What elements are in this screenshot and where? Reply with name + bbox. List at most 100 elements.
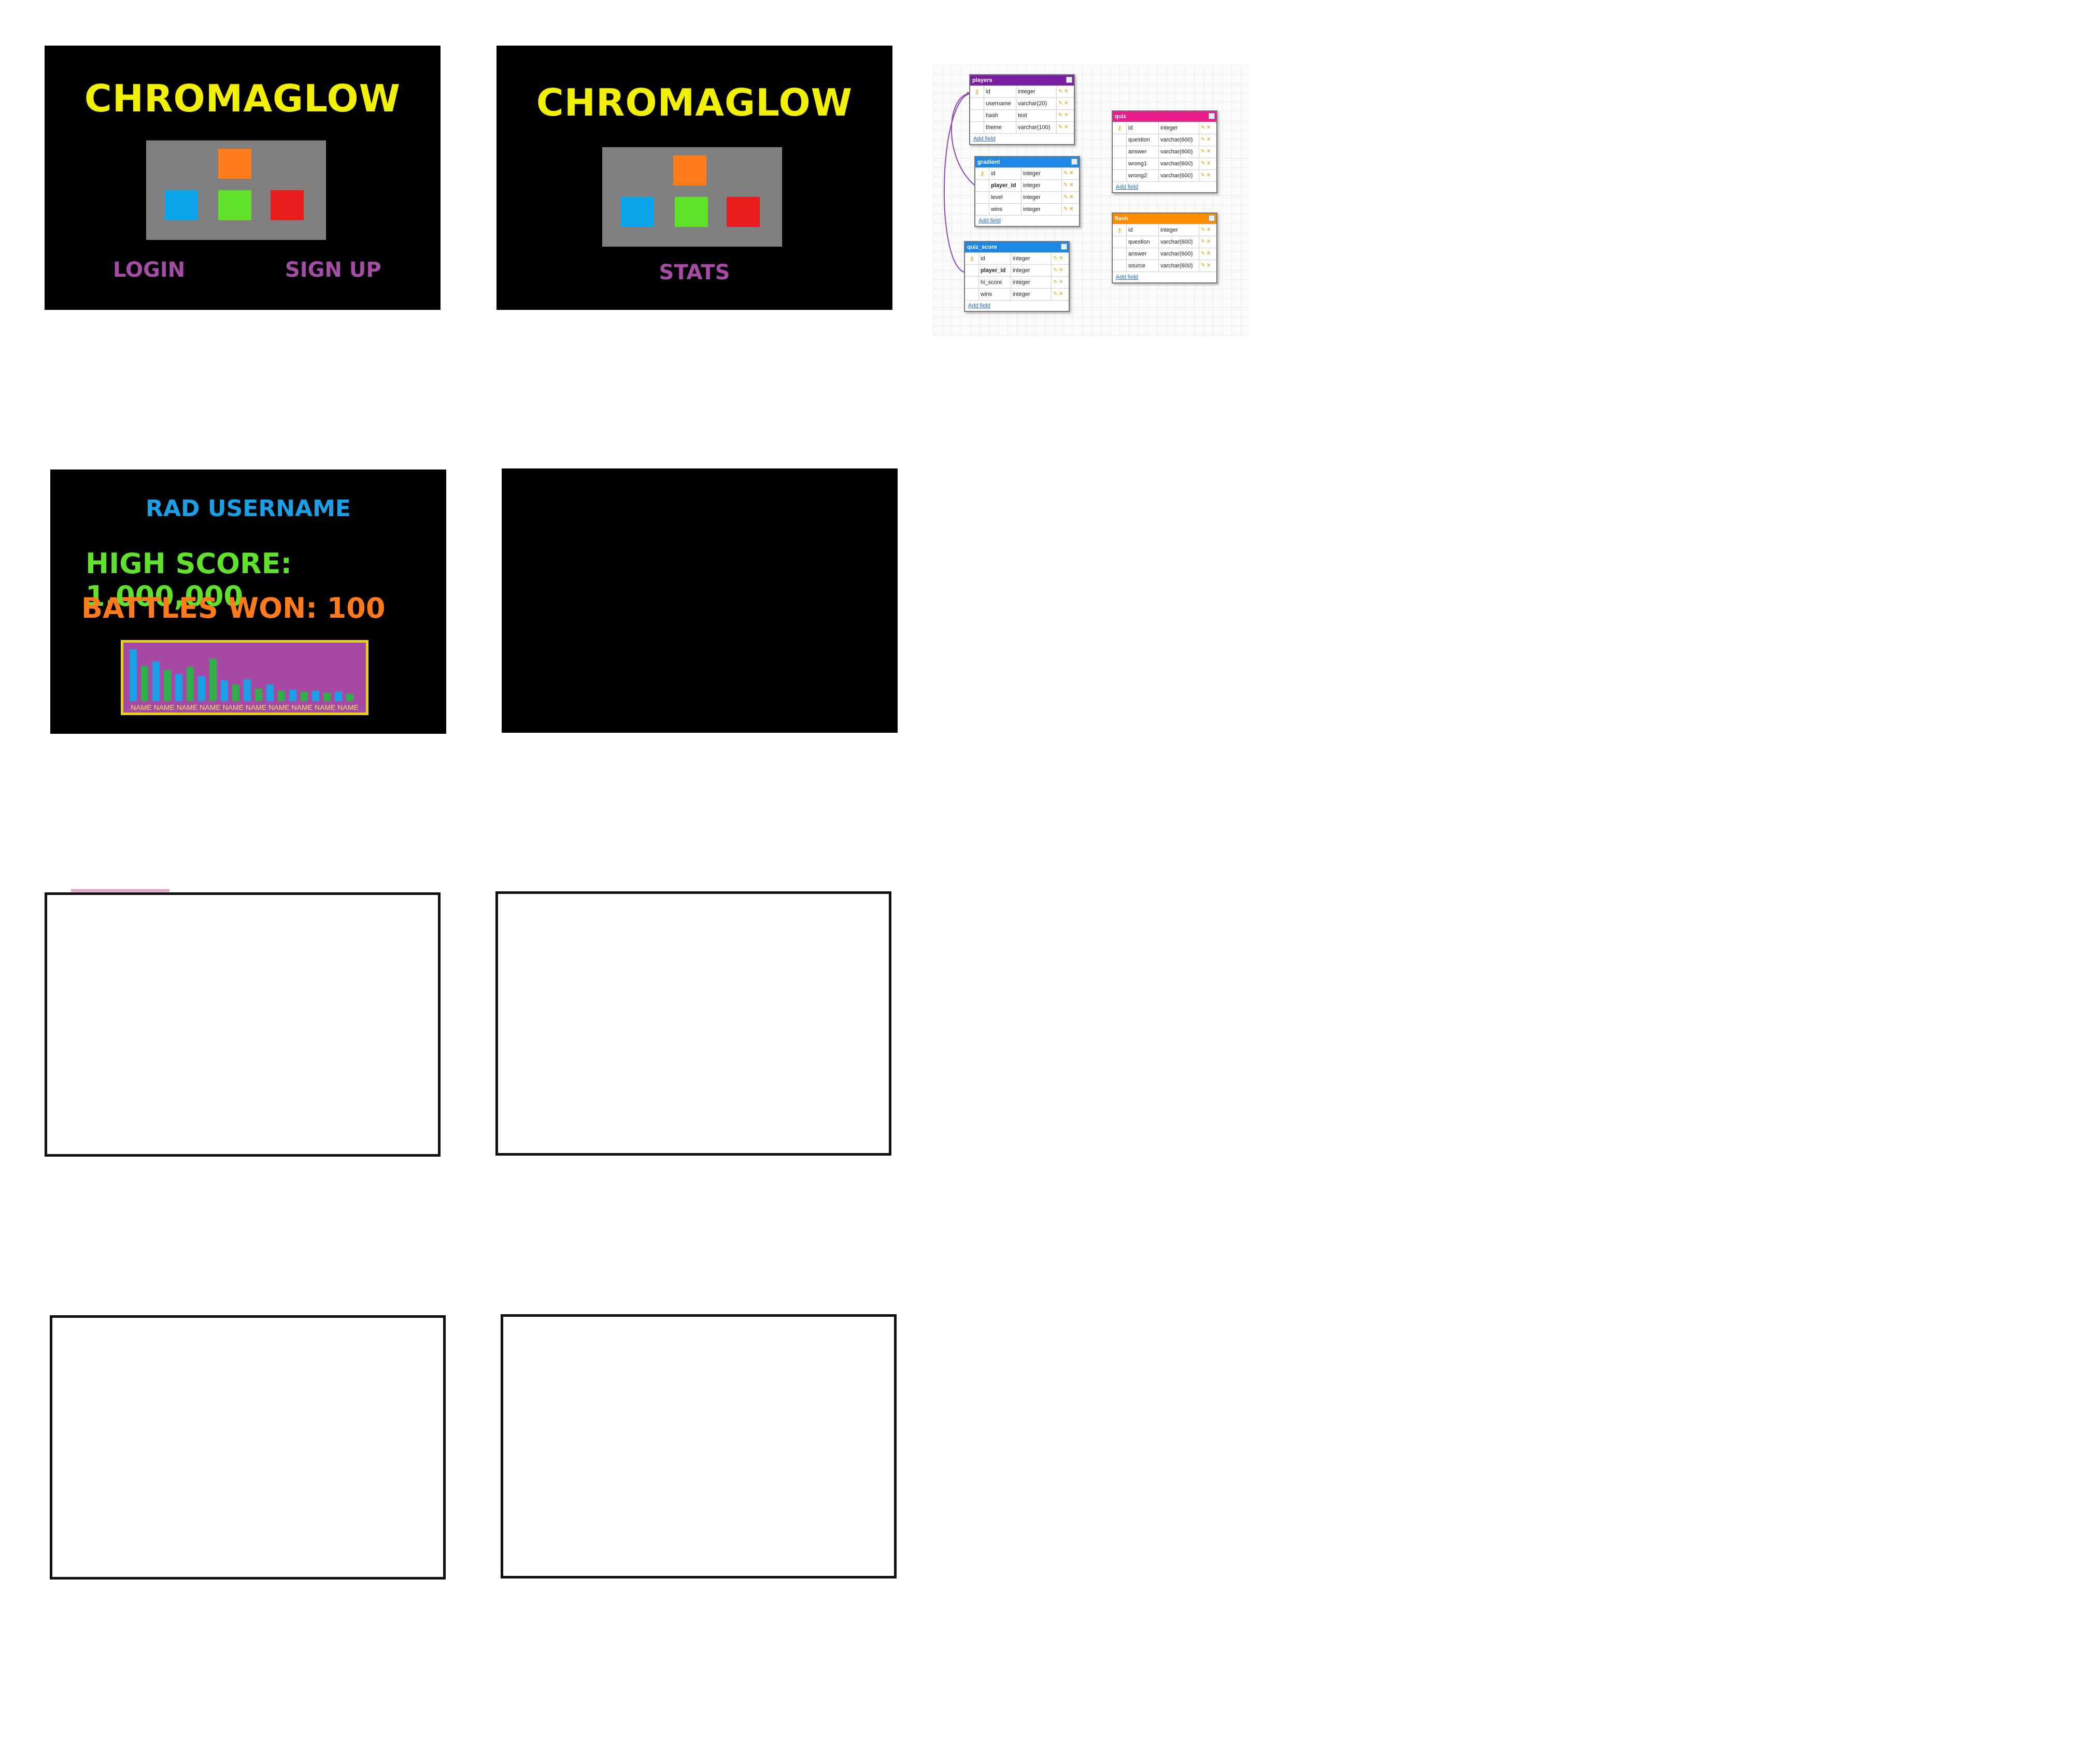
field-type: integer (1011, 265, 1052, 276)
edit-icon[interactable]: ✎ ✕ (1058, 112, 1069, 118)
leaderboard-bar (278, 691, 285, 701)
field-type: varchar(600) (1159, 146, 1199, 158)
field-type: integer (1021, 192, 1062, 203)
field-name: level (989, 192, 1021, 203)
field-name: question (1127, 134, 1159, 146)
table-header: quiz (1113, 111, 1216, 122)
login-button[interactable]: LOGIN (113, 258, 186, 282)
close-icon[interactable] (1066, 77, 1072, 83)
field-marker (975, 192, 989, 203)
key-icon: ⚷ (965, 253, 979, 264)
edit-icon[interactable]: ✎ ✕ (1201, 137, 1211, 143)
add-field-link[interactable]: Add field (965, 300, 1069, 311)
leaderboard-bar (312, 691, 319, 701)
blue-square (621, 197, 654, 227)
empty-frame-1 (45, 892, 441, 1157)
field-name: answer (1127, 248, 1159, 260)
edit-icon[interactable]: ✎ ✕ (1063, 170, 1074, 176)
edit-icon[interactable]: ✎ ✕ (1201, 125, 1211, 131)
add-field-link[interactable]: Add field (975, 215, 1079, 226)
field-type: integer (1021, 204, 1062, 215)
edit-icon[interactable]: ✎ ✕ (1201, 251, 1211, 257)
empty-frame-4 (501, 1314, 897, 1578)
edit-icon[interactable]: ✎ ✕ (1201, 263, 1211, 268)
field-type: varchar(600) (1159, 170, 1199, 181)
stats-button[interactable]: STATS (659, 261, 730, 284)
leaderboard-bar (209, 659, 217, 701)
close-icon[interactable] (1209, 113, 1215, 119)
edit-icon[interactable]: ✎ ✕ (1201, 173, 1211, 178)
edit-icon[interactable]: ✎ ✕ (1201, 149, 1211, 154)
field-marker (975, 180, 989, 191)
key-icon: ⚷ (1113, 224, 1127, 236)
key-icon: ⚷ (1113, 122, 1127, 134)
field-name: id (989, 168, 1021, 179)
table-name: gradient (977, 159, 1000, 165)
edit-icon[interactable]: ✎ ✕ (1053, 255, 1063, 261)
edit-icon[interactable]: ✎ ✕ (1053, 291, 1063, 297)
close-icon[interactable] (1061, 244, 1067, 250)
close-icon[interactable] (1209, 215, 1215, 221)
add-field-link[interactable]: Add field (1113, 272, 1216, 282)
field-name: question (1127, 236, 1159, 248)
edit-icon[interactable]: ✎ ✕ (1201, 161, 1211, 166)
add-field-link[interactable]: Add field (970, 133, 1074, 144)
field-marker (1113, 146, 1127, 158)
field-name: id (984, 86, 1016, 97)
field-name: username (984, 98, 1016, 109)
edit-icon[interactable]: ✎ ✕ (1058, 89, 1069, 94)
add-field-link[interactable]: Add field (1113, 181, 1216, 192)
edit-icon[interactable]: ✎ ✕ (1053, 267, 1063, 273)
field-marker (965, 289, 979, 300)
edit-icon[interactable]: ✎ ✕ (1058, 124, 1069, 130)
edit-icon[interactable]: ✎ ✕ (1201, 227, 1211, 233)
edit-icon[interactable]: ✎ ✕ (1053, 279, 1063, 285)
edit-icon[interactable]: ✎ ✕ (1063, 194, 1074, 200)
leaderboard-bar (164, 670, 171, 701)
leaderboard-bar (232, 685, 239, 701)
edit-icon[interactable]: ✎ ✕ (1063, 182, 1074, 188)
leaderboard-bar (152, 662, 160, 701)
table-header: players (970, 75, 1074, 86)
edit-icon[interactable]: ✎ ✕ (1201, 239, 1211, 245)
leaderboard-bar (141, 666, 148, 701)
edit-icon[interactable]: ✎ ✕ (1058, 101, 1069, 106)
pink-marker (71, 889, 169, 892)
home-screen-mockup: CHROMAGLOW STATS (496, 46, 892, 310)
edit-icon[interactable]: ✎ ✕ (1063, 206, 1074, 212)
signup-button[interactable]: SIGN UP (285, 258, 381, 282)
field-name: hi_score (979, 277, 1011, 288)
field-name: hash (984, 110, 1016, 121)
field-name: wrong2 (1127, 170, 1159, 181)
close-icon[interactable] (1071, 159, 1077, 165)
field-type: varchar(20) (1016, 98, 1057, 109)
field-name: id (979, 253, 1011, 264)
